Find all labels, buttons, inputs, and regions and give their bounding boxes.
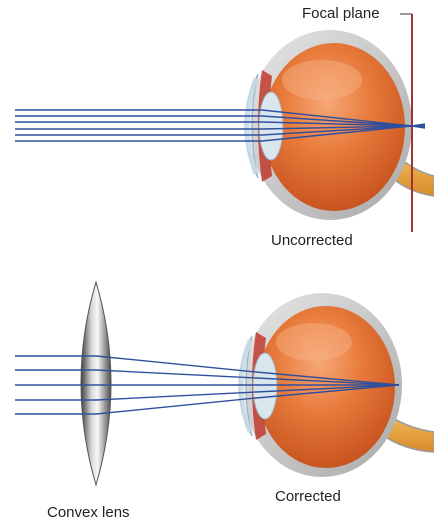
crystalline-lens	[259, 92, 283, 160]
crystalline-lens	[253, 353, 277, 419]
convex-lens-label: Convex lens	[47, 504, 130, 521]
corrected-label: Corrected	[275, 488, 341, 505]
convex-lens-icon	[81, 282, 111, 485]
uncorrected-label: Uncorrected	[271, 232, 353, 249]
focal-plane-label: Focal plane	[302, 5, 380, 22]
